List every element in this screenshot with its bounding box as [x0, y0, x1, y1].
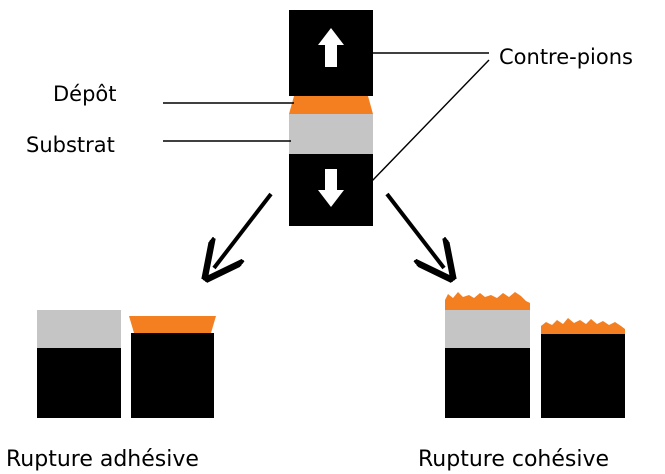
adhesive-upper-pin: [131, 333, 214, 418]
cohesive-coating-left: [445, 292, 530, 310]
cohesive-upper-pin: [541, 334, 625, 418]
cohesive-coating-right: [541, 318, 625, 334]
adhesive-rupture-figure: [37, 310, 216, 418]
depot-label: Dépôt: [53, 82, 117, 106]
arrow-down-left-icon: [214, 192, 273, 268]
substrat-label: Substrat: [26, 133, 115, 157]
cohesive-rupture-figure: [445, 292, 625, 418]
rupture-cohesive-label: Rupture cohésive: [418, 447, 609, 472]
adhesive-substrate: [37, 310, 121, 348]
substrate-layer: [289, 114, 373, 154]
arrow-down-right-icon: [385, 192, 444, 268]
contre-pions-leader-lower: [371, 59, 490, 182]
arrow-up-icon: [318, 28, 344, 67]
adhesive-lower-pin: [37, 348, 121, 418]
cohesive-lower-pin: [445, 348, 530, 418]
cohesive-substrate: [445, 310, 530, 348]
adhesive-coating: [129, 316, 216, 333]
coating-layer: [289, 96, 373, 114]
rupture-adhesive-label: Rupture adhésive: [6, 447, 199, 472]
arrow-down-icon: [318, 169, 344, 207]
contre-pions-label: Contre-pions: [499, 45, 633, 69]
